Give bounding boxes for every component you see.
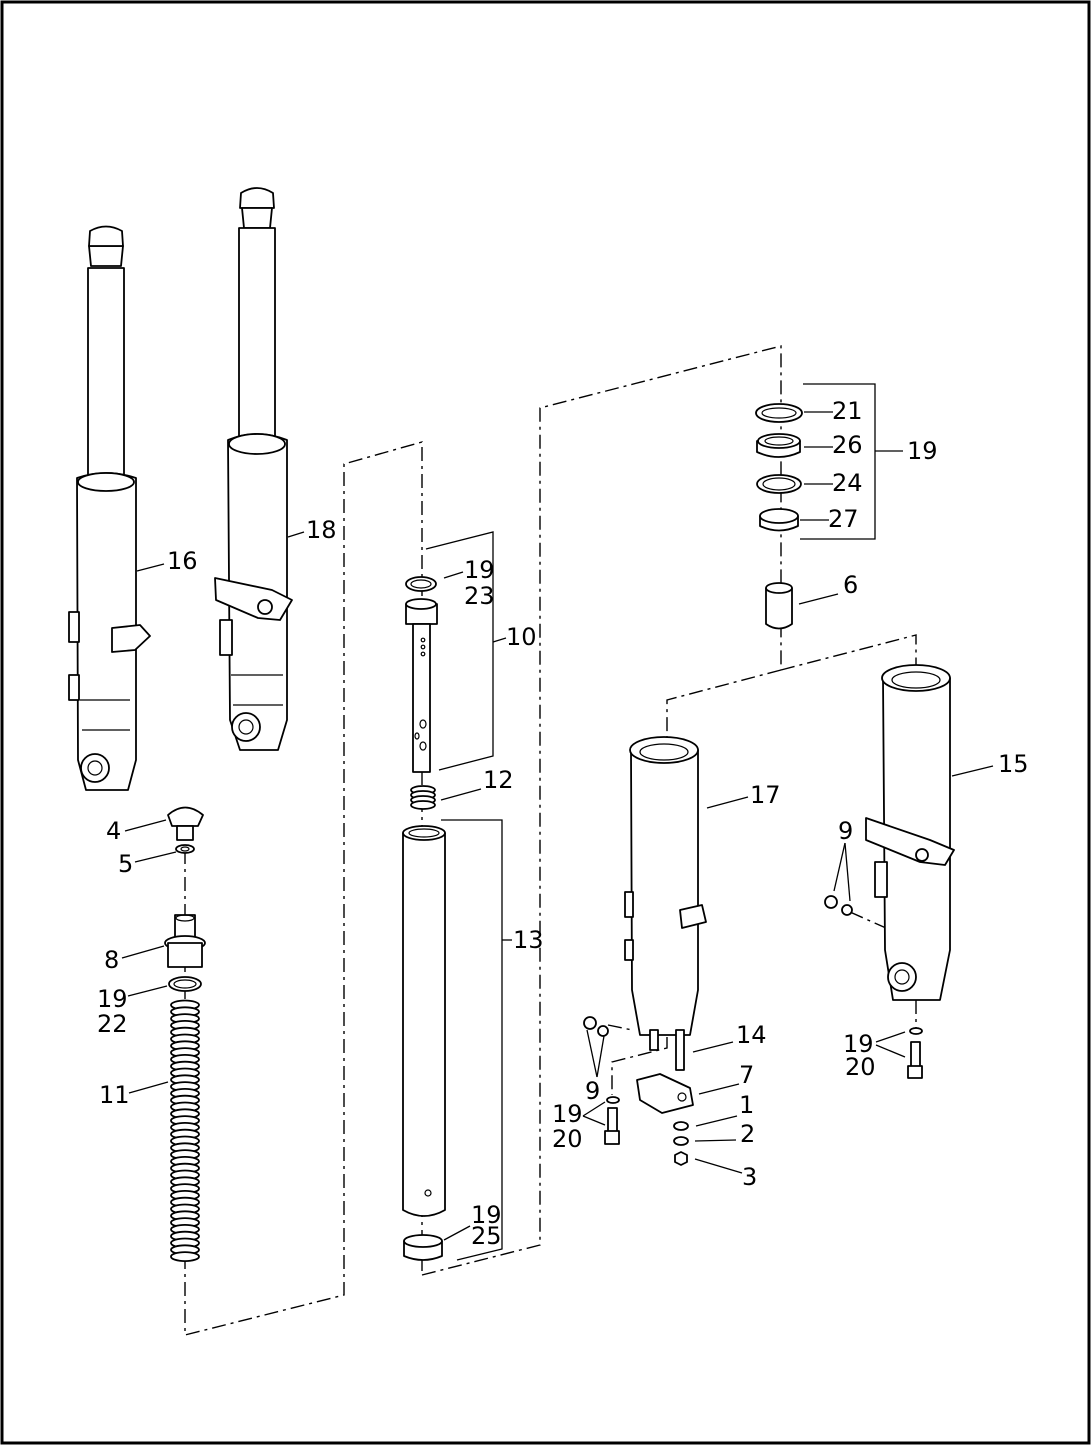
spacer-8 (164, 914, 206, 968)
callout-11: 11 (99, 1081, 130, 1109)
washer-20-center (606, 1096, 620, 1104)
rebound-spring-12 (410, 785, 436, 810)
callout-13: 13 (513, 926, 544, 954)
fork-assembly-18 (214, 187, 293, 751)
washer-20-right (909, 1027, 923, 1035)
callout-18: 18 (306, 516, 337, 544)
retaining-ring-21 (755, 403, 803, 423)
slider-15 (865, 664, 955, 1001)
spring-coil (170, 1251, 200, 1262)
callout-26: 26 (832, 431, 863, 459)
callout-2: 2 (740, 1120, 755, 1148)
callout-24: 24 (832, 469, 863, 497)
leader-lines (121, 383, 994, 1261)
callout-3: 3 (742, 1163, 757, 1191)
callout-19-20-center: 19 (552, 1100, 583, 1128)
callout-7: 7 (739, 1061, 754, 1089)
bolt-19-center (604, 1107, 620, 1145)
callout-23: 23 (464, 582, 495, 610)
lock-piece-6 (765, 582, 793, 630)
fork-tube-13 (402, 825, 446, 1217)
callout-20-center: 20 (552, 1125, 583, 1153)
callout-9-center: 9 (585, 1077, 600, 1105)
callout-9-right: 9 (838, 817, 853, 845)
callout-21: 21 (832, 397, 863, 425)
callout-16: 16 (167, 547, 198, 575)
screws-9-right (824, 895, 853, 916)
o-ring-22 (168, 976, 202, 992)
fork-spring-11 (170, 999, 200, 1262)
spring-coil (410, 800, 436, 810)
callout-10: 10 (506, 623, 537, 651)
callout-1: 1 (739, 1091, 754, 1119)
callout-4: 4 (106, 817, 121, 845)
callout-labels: 16 18 4 5 8 19 22 11 19 23 10 12 13 19 2… (97, 397, 1029, 1250)
callout-19-22: 19 (97, 985, 128, 1013)
callout-5: 5 (118, 850, 133, 878)
axle-cap-7 (636, 1073, 694, 1114)
washer-5 (175, 844, 195, 854)
callout-19-23: 19 (464, 556, 495, 584)
piston-ring-23 (405, 576, 437, 592)
callout-27: 27 (828, 505, 859, 533)
callout-25: 25 (471, 1222, 502, 1250)
callout-19-25: 19 (471, 1201, 502, 1229)
slider-17 (624, 736, 707, 1071)
callout-19-20-right: 19 (843, 1030, 874, 1058)
callout-6: 6 (843, 571, 858, 599)
damper-tube-10 (405, 598, 438, 773)
screws-9-center (583, 1016, 609, 1037)
callout-17: 17 (750, 781, 781, 809)
callout-8: 8 (104, 946, 119, 974)
lock-washer-2 (673, 1136, 689, 1146)
fork-cap-bolt-4 (167, 806, 204, 841)
washer-24 (756, 474, 802, 494)
callout-19-kit: 19 (907, 437, 938, 465)
callout-14: 14 (736, 1021, 767, 1049)
nut-3 (674, 1151, 688, 1166)
callout-15: 15 (998, 750, 1029, 778)
seal-26 (756, 433, 801, 458)
washer-1 (673, 1121, 689, 1131)
fork-assembly-16 (68, 225, 151, 791)
bushing-27 (759, 508, 799, 532)
bolt-19-right (907, 1041, 923, 1079)
bushing-25 (403, 1234, 443, 1261)
callout-12: 12 (483, 766, 514, 794)
callout-20-right: 20 (845, 1053, 876, 1081)
callout-22: 22 (97, 1010, 128, 1038)
